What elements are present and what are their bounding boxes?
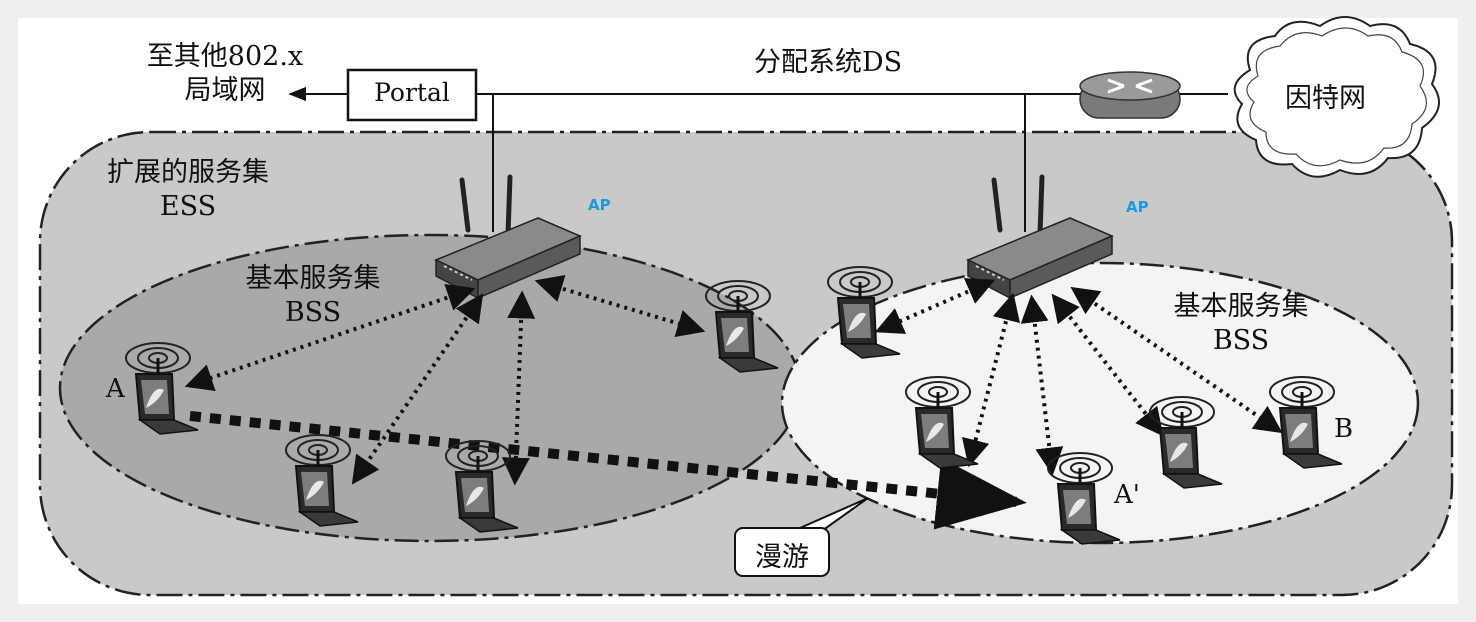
ds-label: 分配系统DS — [754, 47, 903, 78]
other-lan-label-line1: 至其他802.x — [146, 41, 304, 72]
ess-label-line1: 扩展的服务集 — [107, 157, 269, 188]
portal-box — [346, 68, 478, 122]
other-lan-label: 至其他802.x 局域网 — [140, 40, 310, 108]
bss-right-label-line1: 基本服务集 — [1173, 291, 1309, 322]
portal-label: Portal — [374, 78, 450, 107]
router-icon — [1079, 71, 1181, 119]
cloud-icon — [1233, 16, 1441, 178]
station-a-label: A — [106, 374, 125, 404]
ess-label-line2: ESS — [159, 191, 217, 222]
roaming-callout-box — [734, 527, 830, 577]
other-lan-label-line2: 局域网 — [184, 75, 266, 106]
station-a-prime-label: A' — [1114, 480, 1140, 510]
ap-right-label: AP — [1126, 198, 1149, 216]
roaming-label: 漫游 — [755, 542, 809, 573]
station-b-label: B — [1334, 414, 1354, 444]
ap-left-label: AP — [588, 196, 611, 214]
ess-label: 扩展的服务集 ESS — [90, 156, 286, 224]
bss-left-label-line1: 基本服务集 — [245, 263, 381, 294]
right-bss-links — [874, 278, 1283, 476]
bss-left-label-line2: BSS — [284, 297, 342, 328]
bss-left-label: 基本服务集 BSS — [228, 262, 398, 330]
internet-label: 因特网 — [1285, 83, 1366, 114]
bss-right-label: 基本服务集 BSS — [1156, 290, 1326, 358]
bss-right-label-line2: BSS — [1212, 325, 1270, 356]
